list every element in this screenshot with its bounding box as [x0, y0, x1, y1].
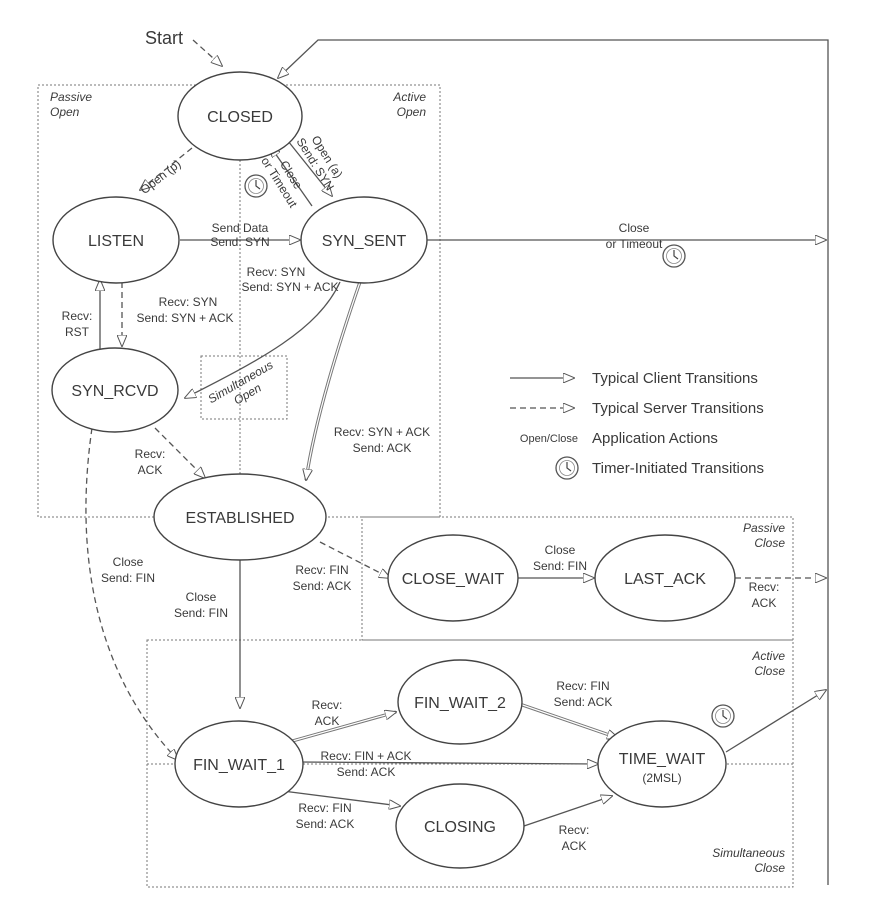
label-recv-fin-finwait2-1: Recv: FIN: [556, 679, 609, 693]
label-recv-ack-closing-2: ACK: [562, 839, 587, 853]
label-recv-fin-finwait1-2: Send: ACK: [296, 817, 355, 831]
label-recv-ack-finwait1-2: ACK: [315, 714, 340, 728]
passive-open-label: Passive: [50, 90, 92, 104]
legend-timer-icon: [555, 456, 579, 480]
state-closed-label: CLOSED: [207, 109, 273, 126]
label-recv-ack-synrcvd-1: Recv:: [135, 447, 166, 461]
state-fin-wait-1: FIN_WAIT_1: [174, 720, 304, 808]
state-fin-wait-2-label: FIN_WAIT_2: [414, 695, 506, 712]
label-recv-rst-1: Recv:: [62, 309, 93, 323]
label-close-fin-established-1: Close: [186, 590, 217, 604]
label-recv-synack-1: Recv: SYN + ACK: [334, 425, 430, 439]
label-recv-fin-established-2: Send: ACK: [293, 579, 352, 593]
edge-timewait-right: [725, 690, 826, 753]
state-time-wait-label: TIME_WAIT: [619, 751, 706, 768]
label-recv-finack-1: Recv: FIN + ACK: [320, 749, 411, 763]
label-recv-syn-listen-2: Send: SYN + ACK: [136, 311, 233, 325]
state-closing: CLOSING: [395, 783, 525, 869]
label-recv-ack-synrcvd-2: ACK: [138, 463, 163, 477]
label-send-data-2: Send: SYN: [210, 235, 269, 249]
state-time-wait-sub: (2MSL): [642, 771, 681, 785]
timer-icon: [244, 174, 268, 198]
edge-synsent-closed-close: [270, 146, 313, 207]
legend-app-label: Application Actions: [592, 430, 718, 447]
active-close-label-2: Close: [754, 664, 785, 678]
legend-client-label: Typical Client Transitions: [592, 370, 758, 387]
label-recv-syn-listen-1: Recv: SYN: [159, 295, 218, 309]
return-to-closed-line: [278, 39, 829, 885]
label-close-fin-closewait-2: Send: FIN: [533, 559, 587, 573]
simultaneous-close-label: Simultaneous: [712, 846, 785, 860]
state-last-ack: LAST_ACK: [594, 534, 736, 622]
state-fin-wait-2: FIN_WAIT_2: [397, 659, 523, 745]
simultaneous-close-label-2: Close: [754, 861, 785, 875]
state-closing-label: CLOSING: [424, 819, 496, 836]
label-recv-syn-sent-2: Send: SYN + ACK: [241, 280, 338, 294]
label-recv-fin-established-1: Recv: FIN: [295, 563, 348, 577]
state-close-wait-label: CLOSE_WAIT: [402, 571, 505, 588]
label-close-fin-established-2: Send: FIN: [174, 606, 228, 620]
state-close-wait: CLOSE_WAIT: [387, 534, 519, 622]
label-close-fin-synrcvd-2: Send: FIN: [101, 571, 155, 585]
edge-synsent-synrcvd: [185, 281, 341, 398]
state-syn-sent-label: SYN_SENT: [322, 233, 407, 250]
edge-synrcvd-established: [154, 427, 205, 478]
label-recv-fin-finwait1-1: Recv: FIN: [298, 801, 351, 815]
state-syn-rcvd-label: SYN_RCVD: [71, 383, 158, 400]
state-last-ack-label: LAST_ACK: [624, 571, 706, 588]
edge-finwait1-timewait: [297, 762, 598, 764]
state-syn-rcvd: SYN_RCVD: [51, 347, 179, 433]
label-close-fin-closewait-1: Close: [545, 543, 576, 557]
edge-finwait1-closing: [274, 789, 400, 806]
edge-closing-timewait: [523, 796, 612, 827]
state-established-label: ESTABLISHED: [185, 510, 294, 527]
passive-open-label-2: Open: [50, 105, 80, 119]
edge-established-closewait: [319, 541, 390, 578]
legend-server-label: Typical Server Transitions: [592, 400, 764, 417]
state-established: ESTABLISHED: [153, 473, 327, 561]
active-open-label-2: Open: [397, 105, 427, 119]
label-recv-ack-lastack-1: Recv:: [749, 580, 780, 594]
state-fin-wait-1-label: FIN_WAIT_1: [193, 757, 285, 774]
edge-closed-synsent-open: [283, 135, 332, 196]
edge-synsent-established: [306, 281, 361, 480]
start-arrow: [192, 39, 222, 66]
state-syn-sent: SYN_SENT: [300, 196, 428, 284]
legend-app-key: Open/Close: [520, 433, 578, 445]
edge-closed-listen: [140, 147, 193, 190]
label-recv-rst-2: RST: [65, 325, 90, 339]
edge-finwait1-finwait2: [277, 712, 396, 746]
active-close-label: Active: [751, 649, 785, 663]
label-recv-ack-closing-1: Recv:: [559, 823, 590, 837]
label-send-data-1: Send Data: [212, 221, 269, 235]
label-recv-ack-finwait1-1: Recv:: [312, 698, 343, 712]
passive-close-label-2: Close: [754, 536, 785, 550]
label-close-fin-synrcvd-1: Close: [113, 555, 144, 569]
timer-icon: [711, 704, 735, 728]
label-recv-finack-2: Send: ACK: [337, 765, 396, 779]
label-close-timeout-synsent-2: or Timeout: [606, 237, 663, 251]
label-recv-synack-2: Send: ACK: [353, 441, 412, 455]
legend-timer-label: Timer-Initiated Transitions: [592, 460, 764, 477]
label-recv-syn-sent-1: Recv: SYN: [247, 265, 306, 279]
state-listen: LISTEN: [52, 196, 180, 284]
edge-finwait2-timewait: [507, 699, 618, 738]
state-listen-label: LISTEN: [88, 233, 144, 250]
edge-synrcvd-finwait1: [85, 427, 178, 760]
timer-icon: [662, 244, 686, 268]
label-recv-ack-lastack-2: ACK: [752, 596, 777, 610]
state-closed: CLOSED: [177, 71, 303, 161]
label-recv-fin-finwait2-2: Send: ACK: [554, 695, 613, 709]
label-close-timeout-synsent-1: Close: [619, 221, 650, 235]
active-open-label: Active: [392, 90, 426, 104]
state-time-wait: TIME_WAIT (2MSL): [597, 720, 727, 808]
passive-close-label: Passive: [743, 521, 785, 535]
label-open-passive-text: Open (p): [138, 157, 184, 197]
start-label: Start: [145, 28, 183, 48]
simultaneous-open-box: [200, 355, 288, 420]
legend: Typical Client Transitions Typical Serve…: [510, 370, 764, 480]
